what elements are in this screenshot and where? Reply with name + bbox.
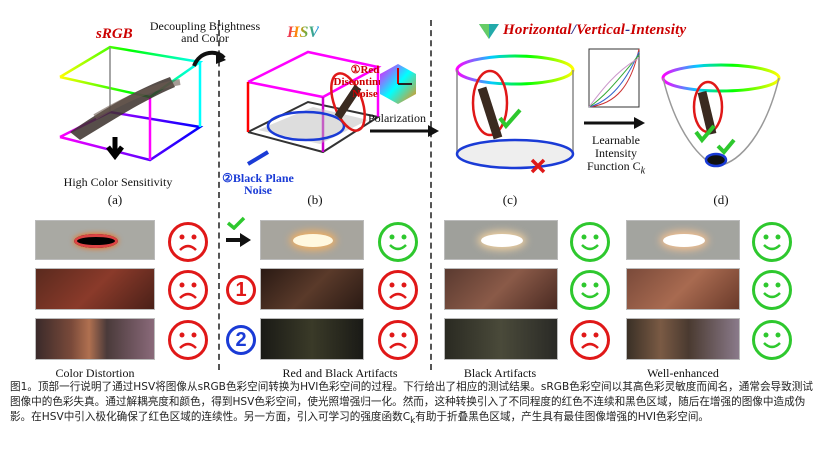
black-noise-label: ②Black Plane Noise bbox=[222, 171, 294, 197]
caption-text: 图1。顶部一行说明了通过HSV将图像从sRGB色彩空间转换为HVI色彩空间的过程… bbox=[10, 381, 813, 423]
col-label-red-black-artifacts: Red and Black Artifacts bbox=[282, 366, 398, 380]
col-label-black-artifacts: Black Artifacts bbox=[463, 366, 537, 380]
thumb-b1 bbox=[260, 220, 364, 260]
sad-face-icon bbox=[168, 270, 208, 310]
thumb-c1 bbox=[444, 220, 558, 260]
hsv-title: HSV bbox=[287, 24, 320, 41]
learnable-sub: k bbox=[640, 165, 646, 177]
caption-end: 有助于折叠黑色区域，产生具有最佳图像增强的HVI色彩空间。 bbox=[415, 411, 710, 423]
divider-1 bbox=[218, 20, 220, 370]
sad-face-icon bbox=[168, 222, 208, 262]
number-1-badge: 1 bbox=[226, 275, 256, 305]
hvi-logo-icon bbox=[479, 24, 499, 39]
hvi-cylinder-diagram bbox=[455, 54, 575, 174]
srgb-cube-diagram bbox=[58, 45, 204, 162]
intensity-curve-plot bbox=[588, 48, 640, 108]
hvi-title-h: Horizontal bbox=[503, 22, 572, 38]
thumb-d2 bbox=[626, 268, 740, 310]
panel-label-a: (a) bbox=[107, 192, 123, 207]
caption-sub: k bbox=[410, 416, 416, 427]
thumb-b2 bbox=[260, 268, 364, 310]
happy-face-icon bbox=[570, 270, 610, 310]
happy-face-icon bbox=[378, 222, 418, 262]
hvi-title-v: Vertical bbox=[576, 22, 626, 38]
sad-face-icon bbox=[378, 320, 418, 360]
hvi-title: Horizontal/Vertical-Intensity bbox=[503, 22, 686, 39]
arrow-right-2-icon bbox=[584, 117, 645, 129]
col-label-well-enhanced: Well-enhanced bbox=[647, 366, 719, 380]
hvi-title-i: Intensity bbox=[630, 22, 687, 38]
sad-face-icon bbox=[570, 320, 610, 360]
figure-caption: 图1。顶部一行说明了通过HSV将图像从sRGB色彩空间转换为HVI色彩空间的过程… bbox=[10, 380, 820, 429]
polarization-label: Polarization bbox=[368, 111, 426, 125]
hsv-diagram bbox=[246, 50, 382, 166]
divider-2 bbox=[430, 20, 432, 370]
thumb-a1 bbox=[35, 220, 155, 260]
hvi-cone-diagram bbox=[661, 63, 781, 168]
sad-face-icon bbox=[168, 320, 208, 360]
thumb-d3 bbox=[626, 318, 740, 360]
number-2-badge: 2 bbox=[226, 325, 256, 355]
learnable-text: Learnable Intensity Function C bbox=[586, 133, 641, 173]
check-icon bbox=[226, 216, 246, 230]
thumb-a3 bbox=[35, 318, 155, 360]
sad-face-icon bbox=[378, 270, 418, 310]
panel-label-b: (b) bbox=[307, 192, 323, 207]
thumb-c2 bbox=[444, 268, 558, 310]
arrow-right-3-icon bbox=[226, 233, 251, 247]
thumb-c3 bbox=[444, 318, 558, 360]
col-label-color-distortion: Color Distortion bbox=[55, 366, 135, 380]
happy-face-icon bbox=[752, 320, 792, 360]
color-wheel-icon bbox=[380, 64, 416, 104]
happy-face-icon bbox=[752, 270, 792, 310]
hvi-title-sep2: - bbox=[625, 22, 631, 38]
panel-label-c: (c) bbox=[502, 192, 518, 207]
panel-label-d: (d) bbox=[713, 192, 729, 207]
decoupling-label: Decoupling Brightness and Color bbox=[149, 19, 261, 45]
arrow-right-icon bbox=[370, 125, 439, 137]
srgb-title: sRGB bbox=[96, 26, 133, 42]
learnable-label: Learnable Intensity Function Ck bbox=[578, 134, 654, 177]
happy-face-icon bbox=[570, 222, 610, 262]
thumb-d1 bbox=[626, 220, 740, 260]
thumb-b3 bbox=[260, 318, 364, 360]
hvi-title-sep1: / bbox=[571, 22, 577, 38]
thumb-a2 bbox=[35, 268, 155, 310]
happy-face-icon bbox=[752, 222, 792, 262]
high-color-label: High Color Sensitivity bbox=[63, 175, 173, 189]
curved-arrow-icon bbox=[192, 50, 226, 67]
